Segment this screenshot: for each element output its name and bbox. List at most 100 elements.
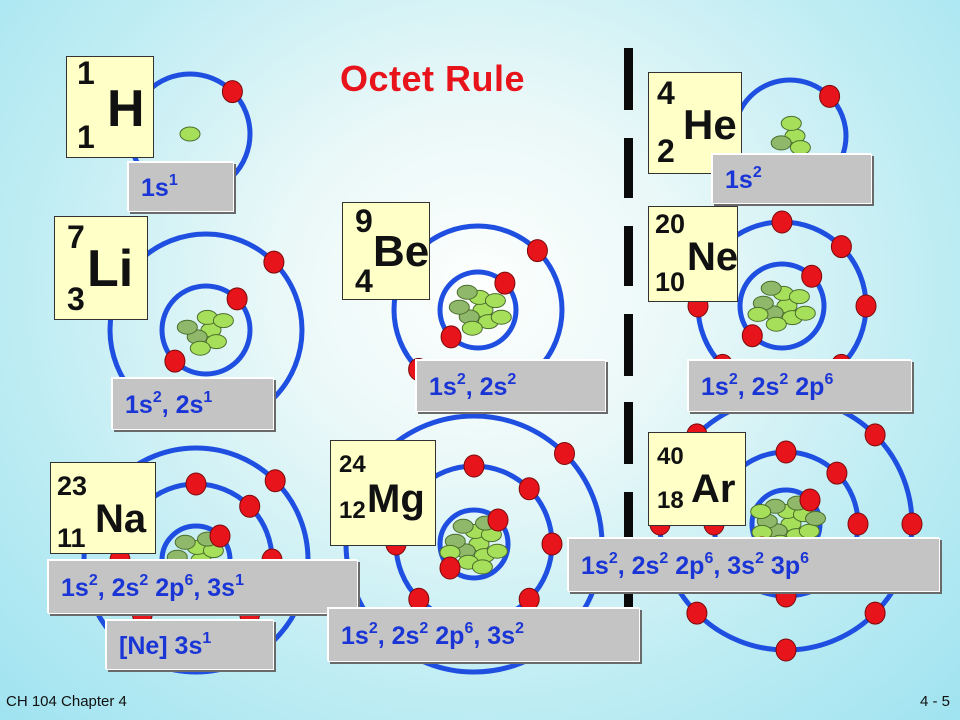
atomic-number: 18 [657, 487, 684, 514]
config-box-Ne: 1s2, 2s2 2p6 [688, 360, 912, 412]
config-box-Mg: 1s2, 2s2 2p6, 3s2 [328, 608, 640, 662]
nucleon [788, 289, 810, 305]
footer-page-number: 4 - 5 [919, 693, 950, 710]
electron [801, 264, 823, 288]
electron [185, 472, 207, 496]
element-card-H: 1 1 H [66, 55, 154, 158]
config-superscript: 2 [515, 620, 524, 637]
divider-segment [624, 226, 633, 286]
orbit-shell [159, 283, 253, 377]
nucleon [750, 504, 772, 519]
atomic-number: 2 [657, 133, 675, 169]
nucleon [179, 126, 201, 142]
nucleon [747, 306, 769, 322]
element-card-He: 4 2 He [648, 72, 742, 174]
element-card-Ne: 20 10 Ne [648, 206, 738, 302]
mass-number: 23 [57, 471, 88, 501]
config-term: 2p [148, 574, 185, 602]
config-term: 1s [429, 373, 457, 401]
electron [439, 556, 461, 580]
electron [226, 287, 248, 311]
divider-segment [624, 48, 633, 110]
electron [264, 469, 286, 493]
config-superscript: 2 [507, 371, 517, 388]
config-superscript: 1 [203, 389, 213, 406]
config-term: 2p [788, 373, 825, 401]
electron [209, 524, 231, 548]
nucleon [805, 511, 826, 526]
config-term: , 3s [193, 574, 236, 602]
config-term: 2p [668, 552, 705, 580]
nucleon [448, 299, 470, 315]
element-symbol: Ar [691, 467, 736, 511]
electron [494, 271, 516, 295]
element-card-Na: 23 11 Na [50, 462, 156, 554]
nucleon [484, 293, 506, 309]
electron [239, 494, 261, 518]
electron [775, 638, 797, 662]
config-superscript: 2 [368, 620, 378, 637]
config-superscript: 6 [184, 572, 194, 589]
config-box-Na-short: [Ne] 3s1 [106, 620, 274, 670]
nucleon [452, 518, 474, 534]
divider-segment [624, 580, 633, 610]
config-superscript: 2 [88, 572, 98, 589]
config-superscript: 2 [755, 550, 764, 567]
divider-segment [624, 492, 633, 552]
nucleon [794, 305, 816, 321]
config-term: 1s [125, 391, 153, 419]
electron [686, 601, 708, 625]
electron [164, 349, 186, 373]
config-superscript: 6 [824, 371, 834, 388]
config-superscript: 2 [139, 572, 149, 589]
nucleon [456, 284, 478, 300]
electron [830, 235, 852, 259]
mass-number: 7 [67, 219, 85, 255]
element-symbol: Ne [687, 235, 739, 279]
nucleon [205, 334, 227, 350]
electron [541, 532, 563, 556]
element-symbol: Li [87, 240, 134, 298]
mass-number: 20 [655, 209, 686, 239]
config-term: , 2s [97, 574, 140, 602]
mass-number: 40 [657, 443, 684, 470]
config-term: 3p [763, 552, 801, 580]
atomic-number: 11 [57, 523, 86, 553]
atomic-number: 1 [77, 119, 95, 155]
config-term: 1s [701, 373, 729, 401]
electron [487, 508, 509, 532]
config-superscript: 1 [235, 572, 244, 589]
config-term: , 3s [713, 552, 756, 580]
element-card-Ar: 40 18 Ar [648, 432, 746, 526]
electron [518, 587, 540, 611]
electron [263, 250, 285, 274]
divider-segment [624, 314, 633, 376]
electron [408, 587, 430, 611]
element-symbol: He [683, 101, 737, 148]
config-superscript: 2 [608, 550, 618, 567]
nucleon [789, 140, 811, 156]
element-card-Li: 7 3 Li [54, 216, 148, 320]
orbit-shell [437, 507, 511, 581]
element-symbol: Mg [367, 477, 425, 521]
electron [819, 84, 841, 108]
electron [864, 423, 886, 447]
electron [847, 512, 869, 536]
config-term: 1s [725, 166, 753, 194]
nucleon [760, 280, 782, 296]
config-term: , 2s [465, 373, 508, 401]
nucleon [212, 313, 234, 329]
config-box-Ar: 1s2, 2s2 2p6, 3s2 3p6 [568, 538, 940, 592]
divider-segment [624, 138, 633, 198]
element-symbol: H [107, 80, 145, 138]
config-superscript: 2 [659, 550, 669, 567]
config-superscript: 2 [752, 164, 762, 181]
electron [440, 325, 462, 349]
slide-title: Octet Rule [340, 58, 526, 99]
nucleon [490, 309, 512, 325]
atomic-number: 4 [355, 263, 373, 299]
electron [463, 454, 485, 478]
nucleon [174, 534, 196, 550]
footer-course: CH 104 Chapter 4 [6, 693, 127, 710]
config-term: [Ne] 3s [119, 632, 203, 660]
